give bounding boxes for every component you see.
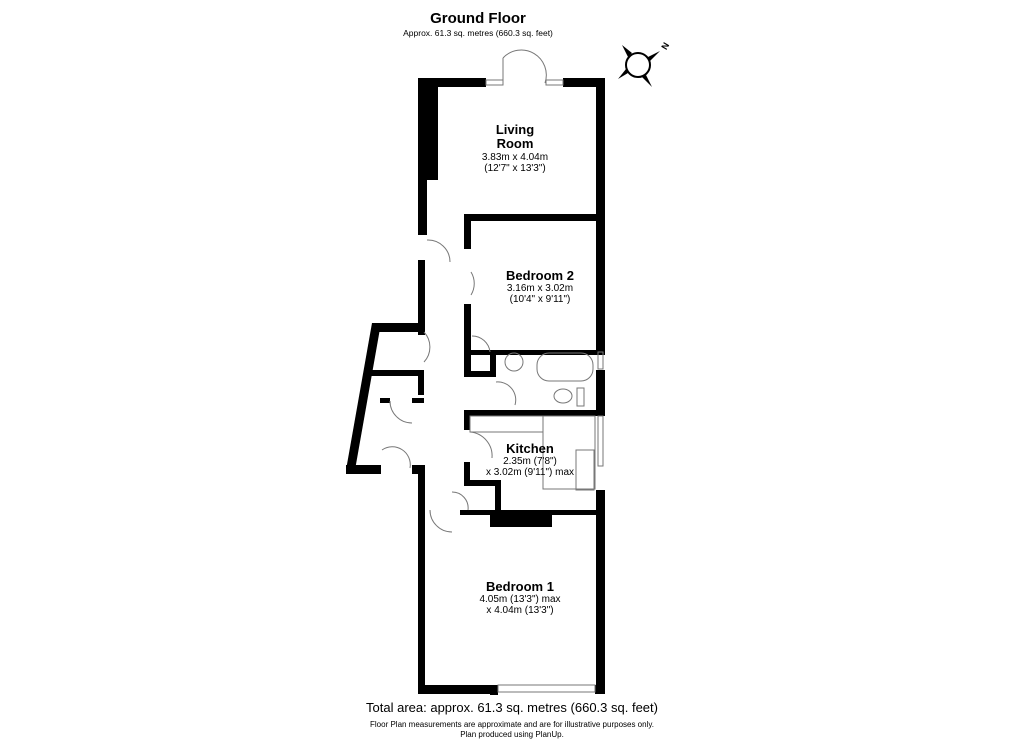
room-dimensions: (12'7" x 13'3") <box>484 162 546 174</box>
room-name: Kitchen <box>506 441 554 456</box>
room-dimensions: (10'4" x 9'11") <box>509 294 571 306</box>
room-dimensions: 3.83m x 4.04m <box>481 151 549 163</box>
fixtures <box>381 49 604 693</box>
room-name: Living <box>495 122 535 137</box>
room-living-room: Living Room 3.83m x 4.04m (12'7" x 13'3"… <box>460 122 570 174</box>
compass-north-icon <box>618 45 660 87</box>
room-name: Bedroom 1 <box>486 579 554 594</box>
room-bedroom-2: Bedroom 2 3.16m x 3.02m (10'4" x 9'11") <box>480 268 600 306</box>
plan-subtitle: Approx. 61.3 sq. metres (660.3 sq. feet) <box>403 28 553 38</box>
room-dimensions: 4.05m (13'3") max <box>479 594 561 606</box>
room-name: Bedroom 2 <box>506 268 574 283</box>
disclaimer-line: Floor Plan measurements are approximate … <box>370 720 654 729</box>
room-dimensions: x 3.02m (9'11") max <box>485 467 575 479</box>
disclaimer-line: Plan produced using PlanUp. <box>460 729 564 739</box>
room-name: Room <box>496 136 534 152</box>
disclaimer: Floor Plan measurements are approximate … <box>0 720 1024 739</box>
room-bedroom-1: Bedroom 1 4.05m (13'3") max x 4.04m (13'… <box>455 579 585 617</box>
room-dimensions: 3.16m x 3.02m <box>506 283 574 295</box>
plan-title: Ground Floor <box>430 10 526 27</box>
room-dimensions: 2.35m (7'8") <box>503 456 557 468</box>
total-area: Total area: approx. 61.3 sq. metres (660… <box>366 700 658 715</box>
room-kitchen: Kitchen 2.35m (7'8") x 3.02m (9'11") max <box>465 441 595 479</box>
walls <box>346 78 605 695</box>
room-dimensions: x 4.04m (13'3") <box>486 605 554 617</box>
